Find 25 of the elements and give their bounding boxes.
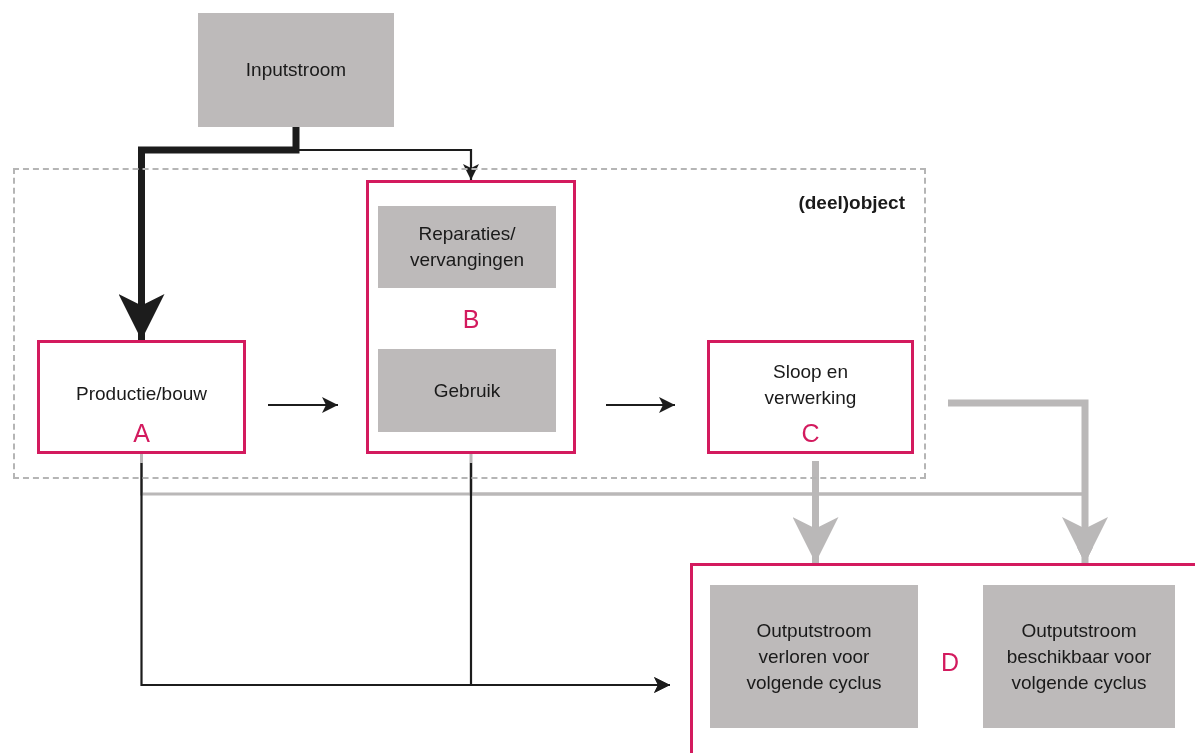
process-box [198,13,394,127]
node-label: (deel)object [797,191,905,215]
arrow [469,463,670,693]
dashed-boundary [13,168,926,479]
stage-frame [37,340,246,454]
node-label: Outputstroom beschikbaar voor volgende cyclus [1005,618,1153,695]
node-label: Reparaties/ vervangingen [408,222,526,272]
output-frame [690,563,1195,753]
node-label: Gebruik [432,378,502,403]
node-label: Inputstroom [244,58,348,82]
process-box [983,585,1175,728]
node-label: Outputstroom verloren voor volgende cyclus [745,618,883,695]
stage-frame [707,340,914,454]
node-label: Productie/bouw [75,382,208,406]
stage-frame [366,180,576,454]
node-label: Sloop en verwerking [763,360,858,410]
process-box [710,585,918,728]
arrow [606,397,675,413]
stage-letter: D [939,648,961,676]
stage-letter: C [800,419,821,447]
process-box [378,349,556,432]
arrow [268,397,338,413]
process-box [378,206,556,288]
stage-letter: A [132,419,151,447]
stage-letter: B [461,305,481,333]
